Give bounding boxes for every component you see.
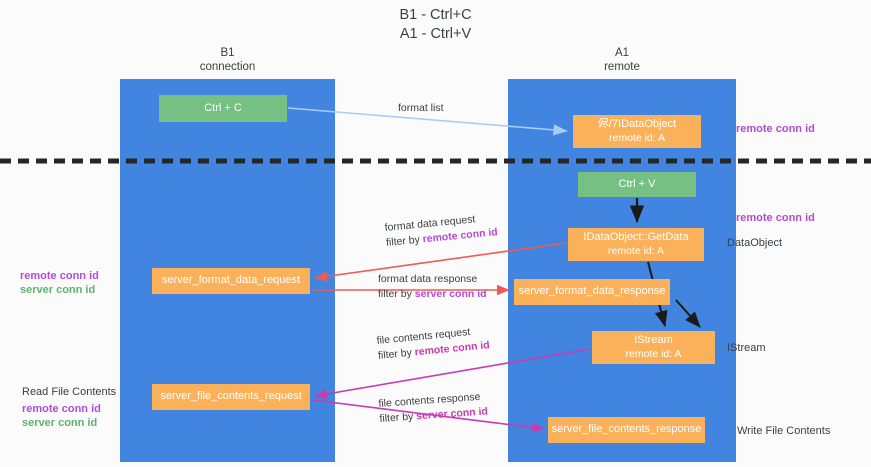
edge-label-format-data-response-filter: filter by server conn id: [378, 288, 487, 300]
node-idataobject-sub: remote id: A: [608, 131, 666, 144]
side-label-remote-conn-id-top: remote conn id: [736, 123, 815, 135]
node-ctrl-v-label: Ctrl + V: [618, 177, 656, 190]
edge-label-file-contents-response: file contents response filter by server …: [378, 389, 488, 426]
node-istream-label: IStream: [634, 334, 673, 346]
edge-label-format-data-request: format data request filter by remote con…: [384, 210, 498, 251]
edge-label-format-data-response: format data response filter by server co…: [378, 272, 487, 302]
side-label-left-bottom-conn-ids: remote conn id server conn id: [22, 402, 101, 430]
node-server-file-contents-request[interactable]: server_file_contents_request: [152, 384, 310, 410]
diagram-title: B1 - Ctrl+C A1 - Ctrl+V: [399, 7, 472, 42]
side-label-left-remote-conn-id: remote conn id: [20, 270, 99, 282]
edge-label-format-list: format list: [398, 102, 444, 114]
node-idataobject-label: 侭/7IDataObject: [597, 118, 677, 130]
filter-key-server-conn-id: server conn id: [414, 288, 487, 300]
edge-label-file-contents-request: file contents request filter by remote c…: [376, 323, 490, 364]
node-istream-sub: remote id: A: [625, 347, 682, 360]
node-ctrl-v[interactable]: Ctrl + V: [578, 172, 696, 197]
side-label-left-bottom-server-conn-id: server conn id: [22, 417, 98, 429]
node-server-format-data-response[interactable]: server_format_data_response: [514, 279, 670, 305]
node-ctrl-c[interactable]: Ctrl + C: [159, 95, 287, 122]
side-label-write-file-contents: Write File Contents: [737, 425, 831, 437]
side-label-read-file-contents: Read File Contents: [22, 386, 117, 398]
node-fmt-resp-label: server_format_data_response: [518, 285, 666, 298]
node-idataobject[interactable]: 侭/7IDataObject remote id: A: [573, 115, 701, 148]
node-file-resp-label: server_file_contents_response: [551, 423, 702, 436]
node-file-req-label: server_file_contents_request: [160, 390, 302, 403]
side-label-left-bottom-remote-conn-id: remote conn id: [22, 403, 101, 415]
node-getdata-label: IDataObject::GetData: [583, 231, 689, 243]
node-idataobject-getdata[interactable]: IDataObject::GetData remote id: A: [568, 228, 704, 261]
side-label-dataobject: DataObject: [727, 237, 783, 249]
edge-label-format-data-response-title: format data response: [378, 273, 478, 285]
side-label-left-conn-ids: remote conn id server conn id: [20, 269, 99, 297]
node-ctrl-c-label: Ctrl + C: [204, 101, 242, 114]
node-istream[interactable]: IStream remote id: A: [592, 331, 715, 364]
node-server-format-data-request[interactable]: server_format_data_request: [152, 268, 310, 294]
node-getdata-sub: remote id: A: [607, 244, 665, 257]
node-fmt-req-label: server_format_data_request: [161, 274, 301, 287]
lane-header-a1: A1 remote: [604, 47, 640, 73]
lane-header-b1: B1 connection: [199, 47, 256, 73]
side-label-istream: IStream: [727, 342, 766, 354]
side-label-left-server-conn-id: server conn id: [20, 284, 96, 296]
filter-key-server-conn-id: server conn id: [415, 405, 489, 423]
node-server-file-contents-response[interactable]: server_file_contents_response: [548, 417, 705, 443]
side-label-remote-conn-id-mid: remote conn id: [736, 212, 815, 224]
